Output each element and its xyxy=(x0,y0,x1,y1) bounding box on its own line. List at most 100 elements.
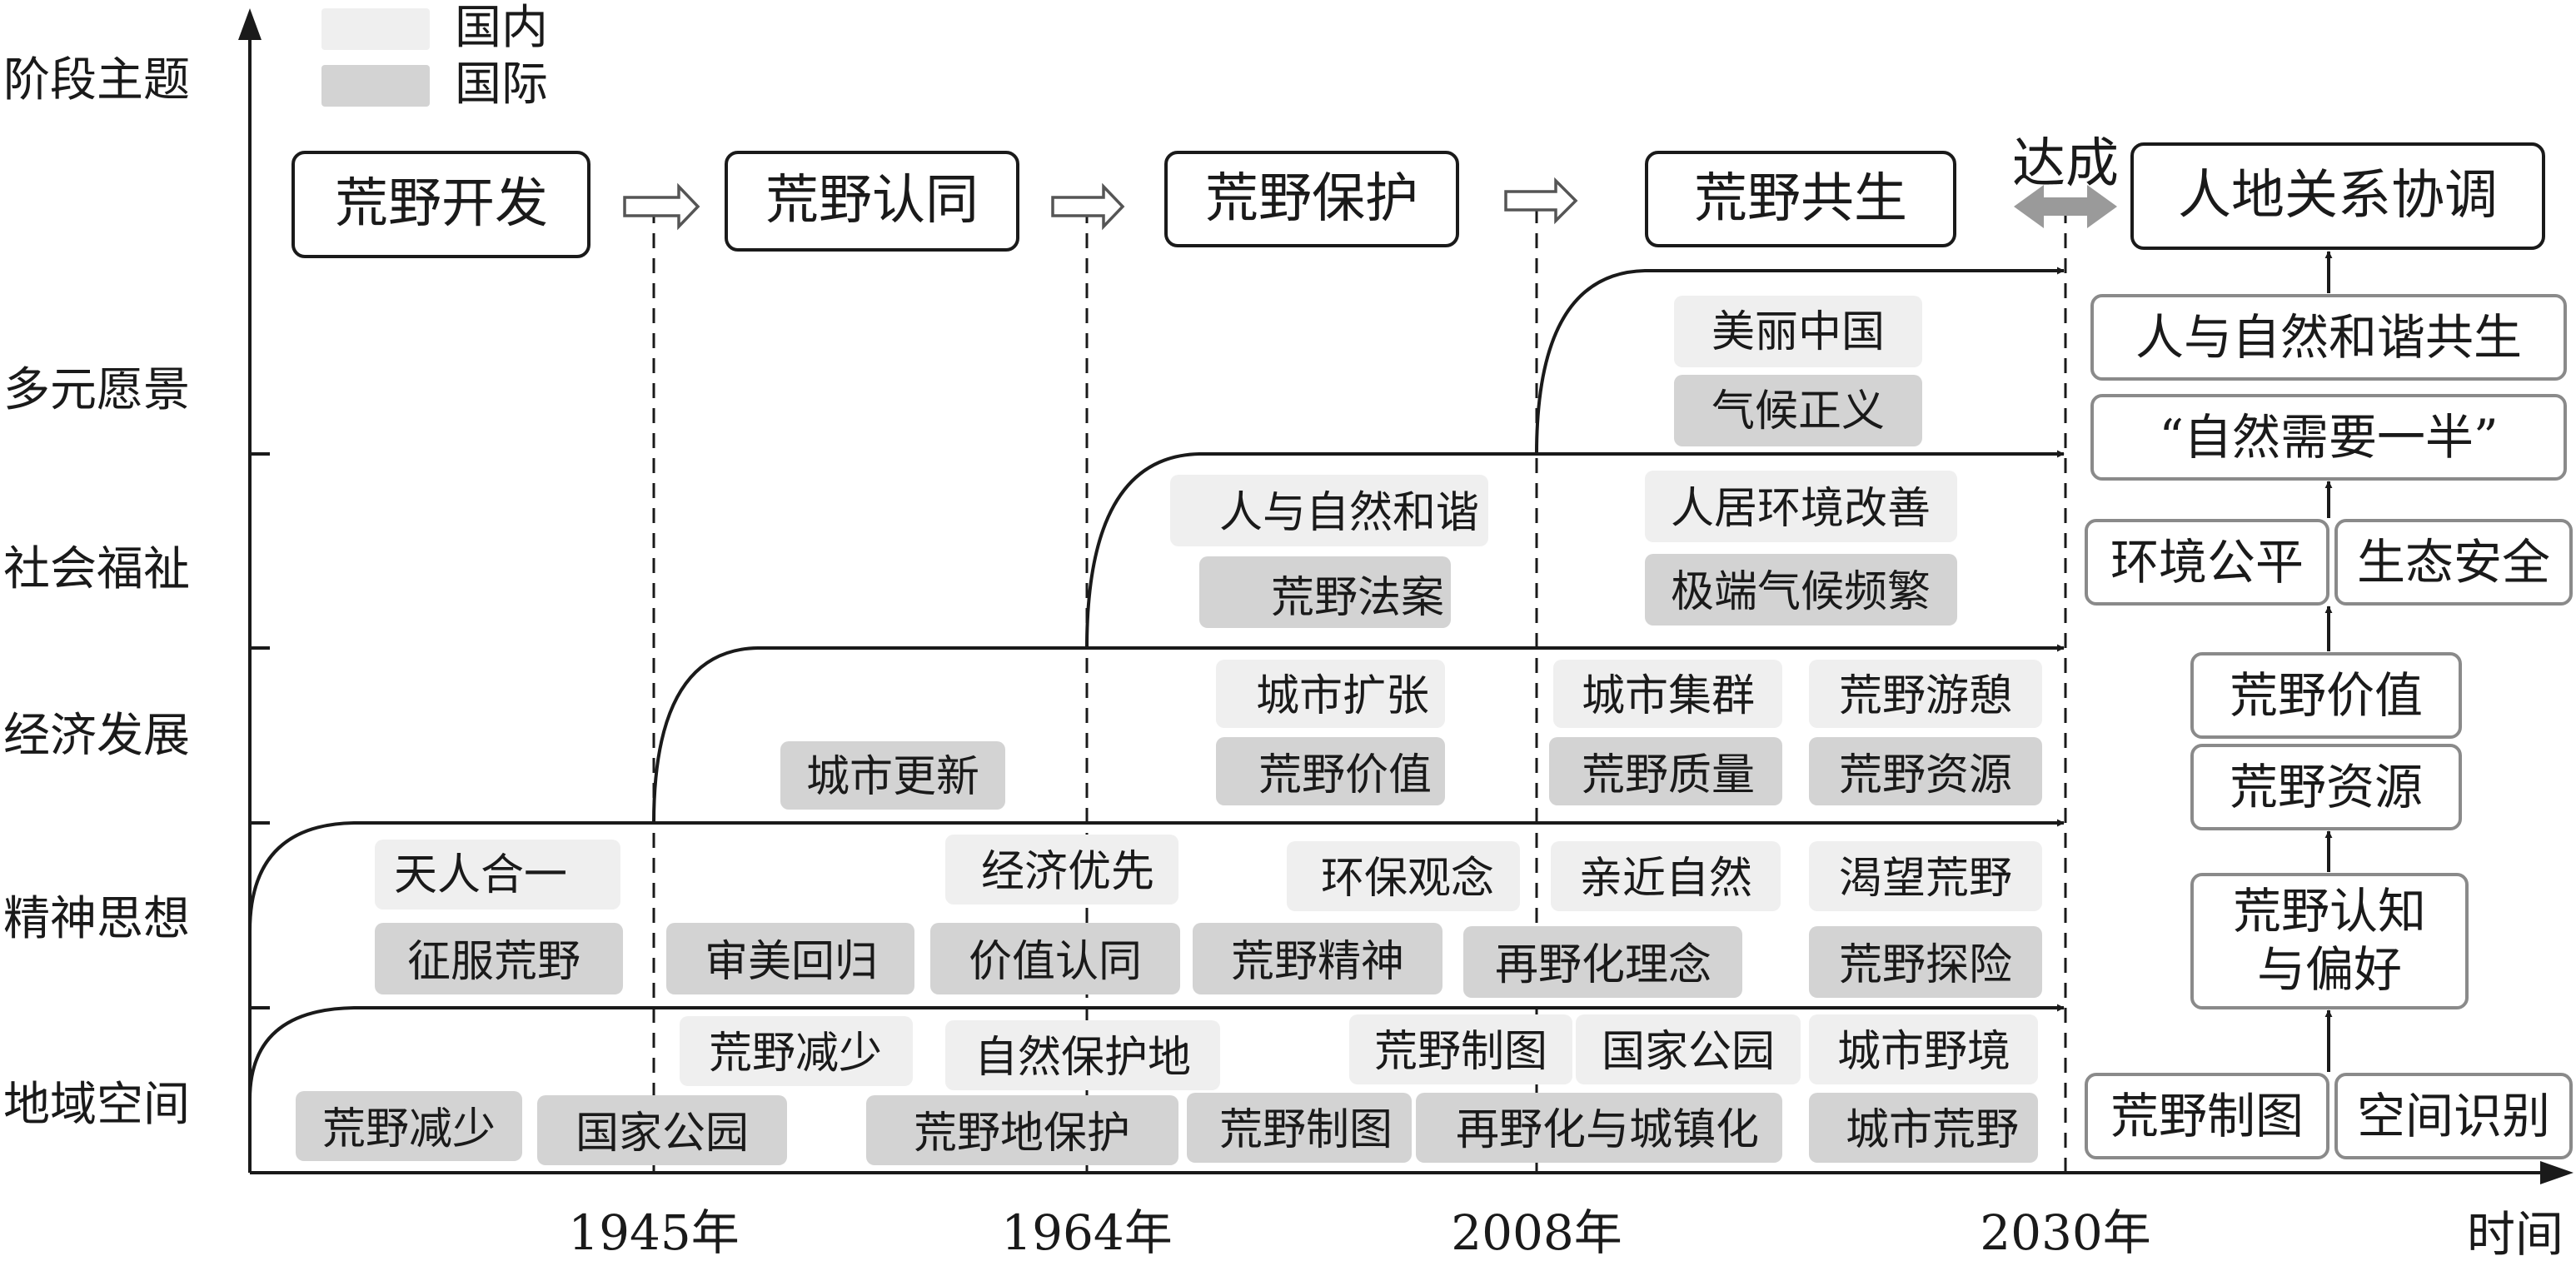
tag-domestic xyxy=(1287,841,1520,911)
tag-label: 荒野法案 xyxy=(1271,573,1444,623)
stage-label-development: 荒野开发 xyxy=(335,173,548,235)
tag-domestic xyxy=(1551,841,1781,911)
tag-label: 荒野游憩 xyxy=(1839,671,2012,721)
tag-label: 审美回归 xyxy=(705,937,878,987)
tag-label: 荒野地保护 xyxy=(914,1109,1130,1159)
chain-label-cognition-2: 与偏好 xyxy=(2257,941,2402,998)
tag-international xyxy=(1416,1093,1782,1163)
chain-box-resource xyxy=(2190,744,2462,830)
stage-transition-arrow xyxy=(1504,177,1578,225)
tag-international xyxy=(1187,1093,1412,1163)
tag-label: 自然保护地 xyxy=(974,1033,1191,1083)
flow-line-space xyxy=(248,1004,2065,1100)
stage-box-identity xyxy=(725,151,1019,252)
chain-box-harmony xyxy=(2090,294,2567,381)
tag-label: 国家公园 xyxy=(575,1109,749,1159)
chain-label-harmony: 人与自然和谐共生 xyxy=(2135,309,2522,366)
chain-label-cognition-1: 荒野认知 xyxy=(2233,883,2426,940)
chain-box-cognition xyxy=(2190,873,2469,1009)
tag-international xyxy=(1809,1093,2038,1163)
chain-box-identify xyxy=(2334,1073,2573,1159)
tag-international xyxy=(375,923,623,994)
tag-international xyxy=(1645,554,1957,626)
chain-box-equity xyxy=(2085,519,2329,606)
tag-domestic xyxy=(945,1020,1220,1090)
legend-domestic-label: 国内 xyxy=(455,1,548,55)
tag-international xyxy=(666,923,914,994)
tag-label: 城市更新 xyxy=(806,752,979,802)
goal-label: 人地关系协调 xyxy=(2178,165,2498,227)
year-label-2008: 2008年 xyxy=(1451,1204,1622,1261)
tag-label: 天人合一 xyxy=(394,850,567,900)
flow-line-spirit xyxy=(248,819,2065,932)
tag-label: 美丽中国 xyxy=(1712,307,1885,357)
tag-domestic xyxy=(1809,660,2042,728)
stage-box-development xyxy=(291,151,590,258)
row-label-vision: 多元愿景 xyxy=(3,363,190,417)
tag-domestic xyxy=(1645,471,1957,542)
chain-label-half: “自然需要一半” xyxy=(2159,409,2498,466)
tag-domestic xyxy=(945,835,1178,905)
tag-international xyxy=(1809,926,2042,998)
tag-label: 价值认同 xyxy=(969,937,1142,987)
tag-label: 国家公园 xyxy=(1602,1027,1775,1077)
stage-box-protection xyxy=(1164,151,1459,247)
row-label-welfare: 社会福祉 xyxy=(3,542,190,596)
stage-label-coexistence: 荒野共生 xyxy=(1694,168,1907,230)
tag-label: 人与自然和谐 xyxy=(1219,488,1479,538)
chain-label-mapping: 荒野制图 xyxy=(2110,1088,2304,1144)
y-axis-title: 阶段主题 xyxy=(3,53,190,107)
tag-domestic xyxy=(1809,1014,2038,1084)
tag-label: 人居环境改善 xyxy=(1671,484,1931,534)
stage-label-identity: 荒野认同 xyxy=(765,170,979,232)
row-label-economy: 经济发展 xyxy=(3,709,190,763)
tag-domestic xyxy=(375,840,620,910)
tag-international xyxy=(866,1095,1178,1165)
goal-box xyxy=(2130,142,2545,250)
chain-label-security: 生态安全 xyxy=(2357,534,2550,591)
tag-label: 渴望荒野 xyxy=(1839,854,2012,904)
tag-label: 城市扩张 xyxy=(1256,671,1429,721)
tag-label: 荒野制图 xyxy=(1374,1027,1547,1077)
chain-label-resource: 荒野资源 xyxy=(2230,759,2423,815)
tag-label: 环保观念 xyxy=(1321,854,1494,904)
tag-international xyxy=(296,1091,522,1161)
stage-transition-arrow xyxy=(1051,182,1125,231)
legend-international-label: 国际 xyxy=(455,57,548,112)
legend-international-swatch xyxy=(321,65,430,107)
chain-label-value: 荒野价值 xyxy=(2230,667,2423,724)
tag-label: 荒野制图 xyxy=(1219,1105,1393,1155)
y-axis-arrowhead xyxy=(238,8,262,40)
x-axis-title: 时间 xyxy=(2467,1206,2564,1263)
tag-domestic xyxy=(1576,1014,1801,1084)
tag-international xyxy=(780,741,1005,810)
chain-box-half xyxy=(2090,394,2567,481)
tag-international xyxy=(1463,926,1742,998)
row-label-spirit: 精神思想 xyxy=(3,892,190,946)
flow-line-vision xyxy=(1535,267,2065,455)
year-label-1945: 1945年 xyxy=(568,1204,740,1261)
chain-box-mapping xyxy=(2085,1073,2329,1159)
tag-international xyxy=(1549,737,1782,805)
tag-domestic xyxy=(1349,1014,1572,1084)
year-label-1964: 1964年 xyxy=(1001,1204,1173,1261)
tag-domestic xyxy=(680,1016,913,1086)
tag-label: 气候正义 xyxy=(1712,386,1885,436)
flow-line-economy xyxy=(652,644,2065,824)
stage-label-protection: 荒野保护 xyxy=(1205,168,1418,230)
tag-domestic xyxy=(1809,841,2042,911)
tag-international xyxy=(930,923,1180,994)
achieve-double-arrow xyxy=(2014,185,2117,228)
tag-label: 征服荒野 xyxy=(407,937,580,987)
achieve-label: 达成 xyxy=(2012,133,2119,195)
tag-international xyxy=(1216,737,1445,805)
legend-domestic-swatch xyxy=(321,8,430,50)
tag-label: 再野化理念 xyxy=(1495,940,1712,990)
flow-line-welfare xyxy=(1085,450,2065,649)
tag-international xyxy=(1193,923,1442,994)
tag-domestic xyxy=(1216,660,1445,728)
tag-label: 荒野减少 xyxy=(322,1104,496,1154)
tag-international xyxy=(1674,375,1922,446)
tag-label: 荒野减少 xyxy=(709,1029,882,1079)
